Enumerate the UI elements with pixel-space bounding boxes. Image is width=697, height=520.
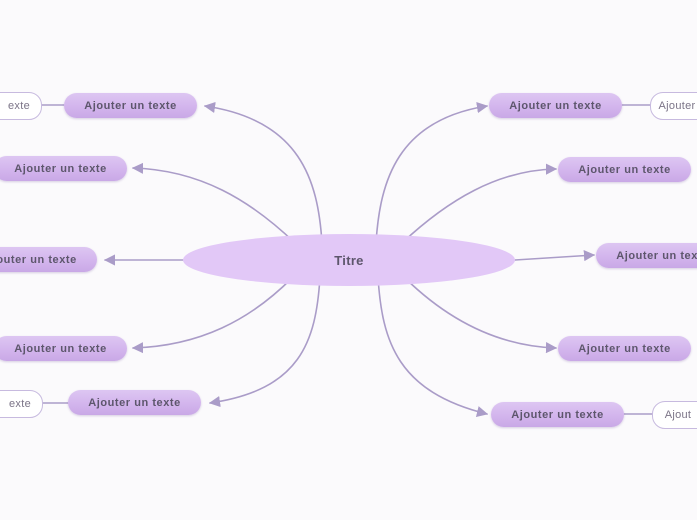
node-left-3-label: Ajouter un texte xyxy=(0,253,77,266)
edge-left-5 xyxy=(208,276,321,408)
edge-right-4 xyxy=(404,277,558,354)
leaf-left-bottom-label: exte xyxy=(9,398,31,410)
node-right-2-label: Ajouter un texte xyxy=(578,163,671,176)
node-left-2[interactable]: Ajouter un texte xyxy=(0,156,127,181)
root-node-label: Titre xyxy=(334,252,364,268)
edge-left-1 xyxy=(203,101,323,244)
node-right-3-label: Ajouter un texte xyxy=(616,249,697,262)
edge-right-5 xyxy=(377,276,489,418)
edge-left-2 xyxy=(131,162,296,244)
edge-right-2 xyxy=(401,163,558,244)
edge-right-3 xyxy=(514,250,596,262)
leaf-right-top[interactable]: Ajouter xyxy=(650,92,697,120)
node-right-5-label: Ajouter un texte xyxy=(511,408,604,421)
node-left-3[interactable]: Ajouter un texte xyxy=(0,247,97,272)
edge-left-4 xyxy=(131,277,293,354)
node-right-1[interactable]: Ajouter un texte xyxy=(489,93,622,118)
node-right-4-label: Ajouter un texte xyxy=(578,342,671,355)
node-left-5-label: Ajouter un texte xyxy=(88,396,181,409)
node-right-5[interactable]: Ajouter un texte xyxy=(491,402,624,427)
node-right-4[interactable]: Ajouter un texte xyxy=(558,336,691,361)
leaf-right-bottom-label: Ajout xyxy=(664,409,692,421)
node-right-1-label: Ajouter un texte xyxy=(509,99,602,112)
node-right-3[interactable]: Ajouter un texte xyxy=(596,243,697,268)
node-right-2[interactable]: Ajouter un texte xyxy=(558,157,691,182)
leaf-right-bottom[interactable]: Ajout xyxy=(652,401,697,429)
node-left-1-label: Ajouter un texte xyxy=(84,99,177,112)
node-left-4[interactable]: Ajouter un texte xyxy=(0,336,127,361)
node-left-1[interactable]: Ajouter un texte xyxy=(64,93,197,118)
leaf-left-bottom[interactable]: exte xyxy=(0,390,43,418)
edge-right-1 xyxy=(375,102,489,244)
leaf-left-top-label: exte xyxy=(8,100,30,112)
leaf-right-top-label: Ajouter xyxy=(658,100,696,112)
node-left-4-label: Ajouter un texte xyxy=(14,342,107,355)
root-node[interactable]: Titre xyxy=(183,234,515,286)
node-left-2-label: Ajouter un texte xyxy=(14,162,107,175)
leaf-left-top[interactable]: exte xyxy=(0,92,42,120)
node-left-5[interactable]: Ajouter un texte xyxy=(68,390,201,415)
